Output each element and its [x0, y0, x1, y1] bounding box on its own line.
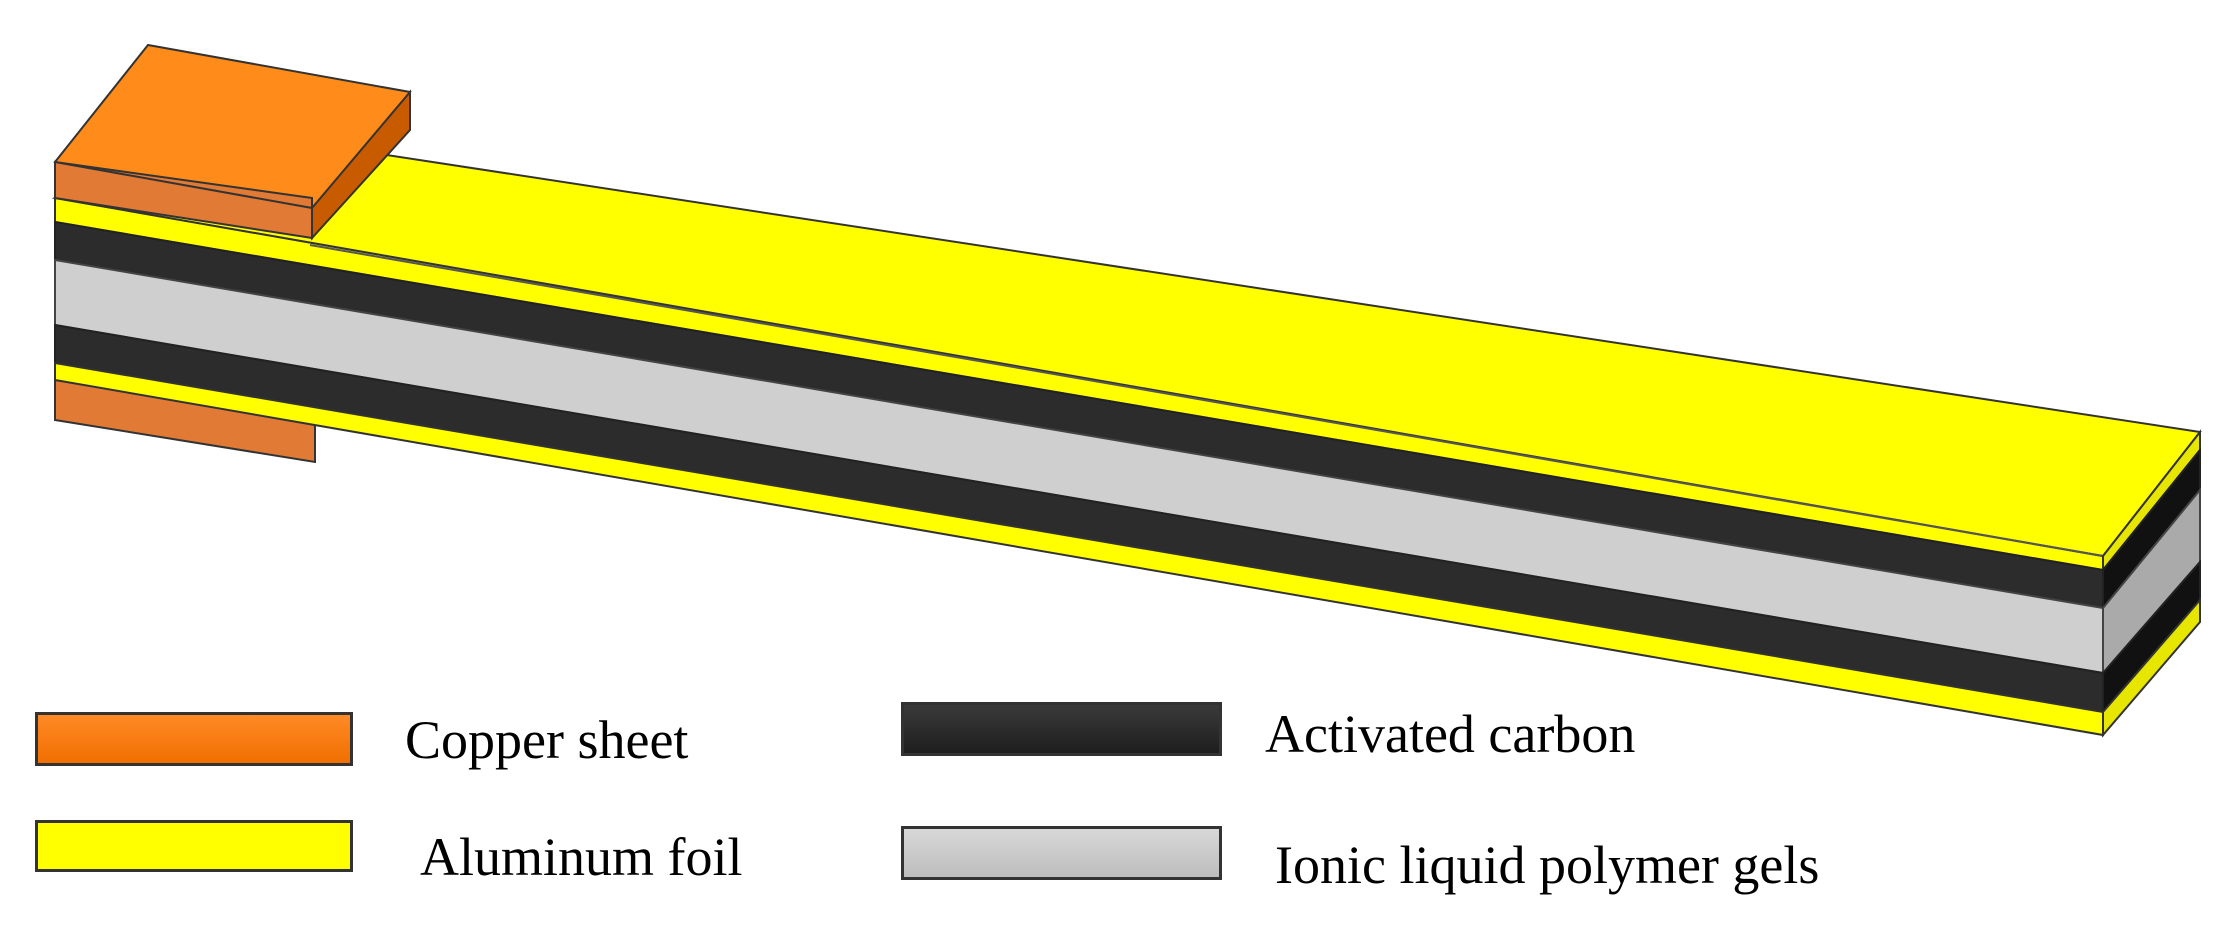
copper-sheet-label: Copper sheet: [405, 710, 689, 770]
end-aluminum-bottom: [2102, 597, 2201, 738]
aluminum-foil-label: Aluminum foil: [420, 827, 743, 887]
copper-sheet-swatch: [35, 712, 353, 766]
top-copper-block-side: [311, 89, 411, 241]
top-face-edge: [309, 244, 2104, 557]
aluminum-foil-swatch: [35, 820, 353, 872]
activated-carbon-label: Activated carbon: [1265, 704, 1636, 764]
ionic-liquid-gel-swatch: [901, 826, 1222, 880]
activated-carbon-swatch: [901, 702, 1222, 756]
ionic-liquid-gel-label: Ionic liquid polymer gels: [1275, 835, 1820, 895]
